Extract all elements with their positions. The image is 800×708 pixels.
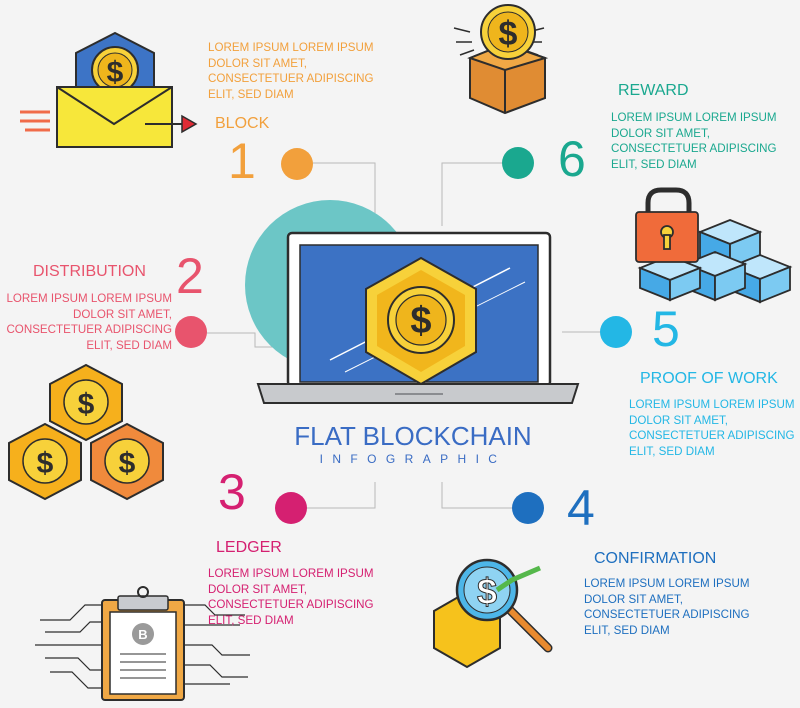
step-6-label: REWARD <box>618 82 689 99</box>
svg-text:$: $ <box>119 447 136 480</box>
step-6-number: 6 <box>558 131 586 187</box>
svg-text:$: $ <box>477 571 497 612</box>
step-5-number: 5 <box>652 301 680 357</box>
infographic-subtitle: INFOGRAPHIC <box>319 452 507 466</box>
step-1-number: 1 <box>228 133 256 189</box>
dot-2 <box>175 316 207 348</box>
step-5-label: PROOF OF WORK <box>640 370 778 387</box>
svg-text:$: $ <box>107 56 124 89</box>
step-3-number: 3 <box>218 464 246 520</box>
laptop-coin-icon: $ <box>245 200 580 404</box>
step-2-number: 2 <box>176 248 204 304</box>
svg-text:B: B <box>138 627 147 642</box>
step-4-label: CONFIRMATION <box>594 550 717 567</box>
svg-text:$: $ <box>78 388 95 421</box>
hexagon-coins-icon: $ $ $ <box>8 363 164 501</box>
connector-4 <box>441 482 513 509</box>
step-1-label: BLOCK <box>215 115 270 132</box>
step-1-text: LOREM IPSUM LOREM IPSUM DOLOR SIT AMET, … <box>208 41 374 101</box>
step-6-text: LOREM IPSUM LOREM IPSUM DOLOR SIT AMET, … <box>611 111 777 171</box>
connector-3 <box>306 482 376 509</box>
dot-5 <box>600 316 632 348</box>
clipboard-bitcoin-icon: B <box>35 586 250 701</box>
connector-6 <box>441 162 503 226</box>
svg-text:$: $ <box>499 15 518 53</box>
magnifier-coin-icon: $ <box>433 558 553 669</box>
infographic-title: FLAT BLOCKCHAIN <box>294 421 532 451</box>
connector-1 <box>312 162 376 228</box>
step-4-text: LOREM IPSUM LOREM IPSUM DOLOR SIT AMET, … <box>584 577 750 637</box>
laptop-dollar-symbol: $ <box>410 300 431 342</box>
dot-6 <box>502 147 534 179</box>
step-5-text: LOREM IPSUM LOREM IPSUM DOLOR SIT AMET, … <box>629 398 795 458</box>
connector-lines <box>205 162 600 509</box>
dot-4 <box>512 492 544 524</box>
dot-1 <box>281 148 313 180</box>
padlock-cubes-icon <box>635 187 793 304</box>
step-3-text: LOREM IPSUM LOREM IPSUM DOLOR SIT AMET, … <box>208 567 374 627</box>
svg-text:$: $ <box>37 447 54 480</box>
dot-3 <box>275 492 307 524</box>
step-4-number: 4 <box>567 480 595 536</box>
step-2-text: LOREM IPSUM LOREM IPSUM DOLOR SIT AMET, … <box>6 292 172 352</box>
step-3-label: LEDGER <box>216 539 282 556</box>
coin-box-icon: $ <box>453 4 549 115</box>
envelope-coin-icon: $ <box>20 31 198 148</box>
step-2-label: DISTRIBUTION <box>33 263 146 280</box>
